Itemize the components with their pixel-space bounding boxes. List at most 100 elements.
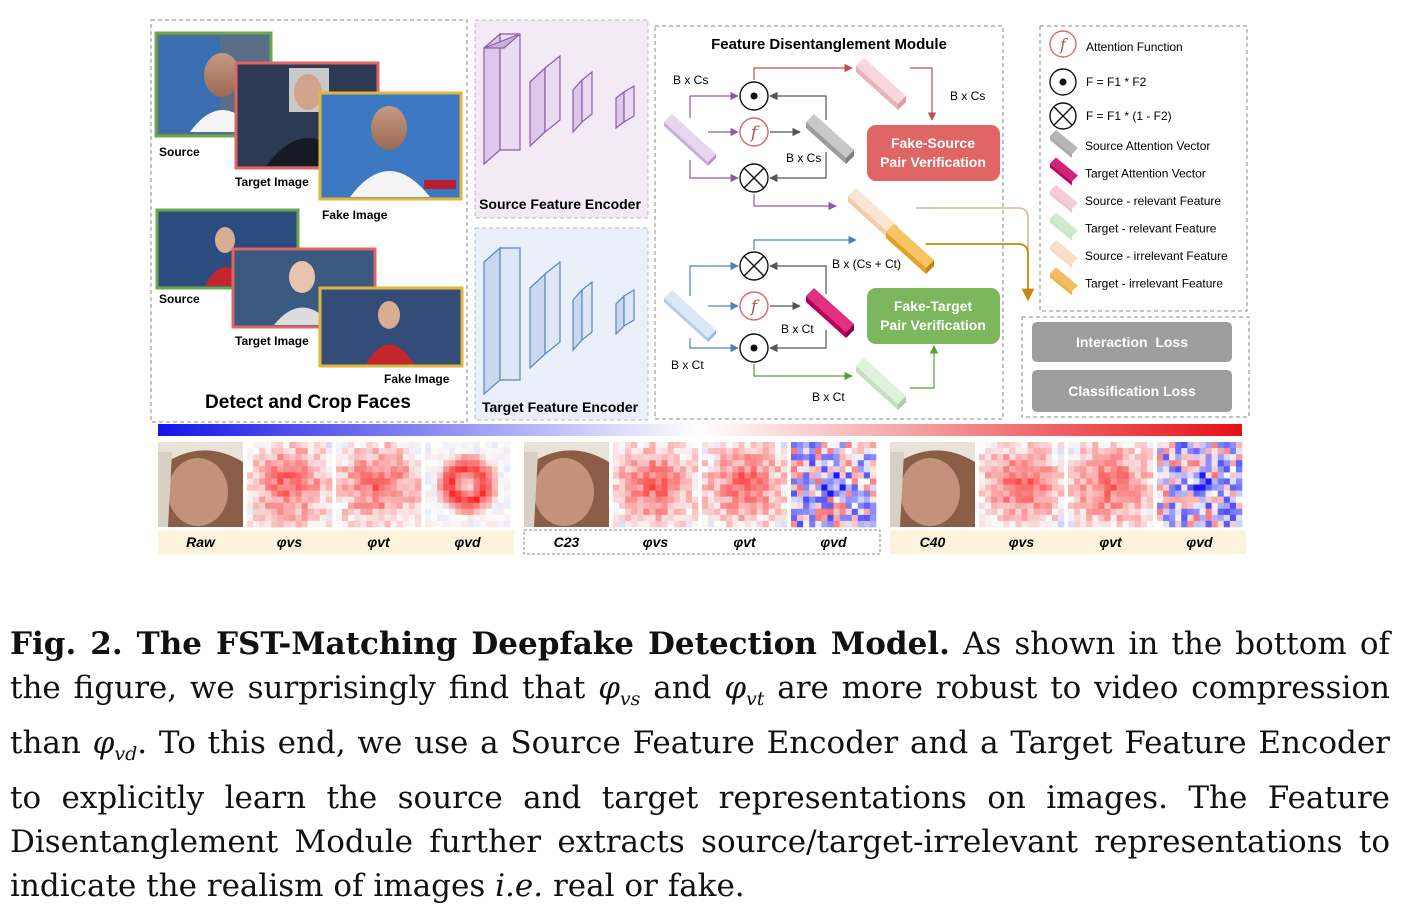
legend-item-label: Source - relevant Feature [1085, 194, 1221, 208]
phi-vt-symbol: φvt [724, 670, 765, 711]
face-crop [890, 442, 975, 527]
attention-heatmap [1068, 442, 1154, 528]
caption-text-3: are more robust to video compression tha… [10, 670, 1390, 762]
colorbar [158, 424, 1242, 436]
attention-heatmap [613, 442, 699, 528]
legend-item: Source - irrelevant Feature [1050, 240, 1228, 268]
legend-item-label: Target - relevant Feature [1085, 222, 1217, 236]
heatmap-group: C23 φvs φvt φvd [523, 442, 881, 555]
source-encoder-label: Source Feature Encoder [479, 196, 641, 212]
feature-disentanglement-module: Feature Disentanglement Module B x Cs f [654, 25, 1004, 420]
face-crop [158, 442, 243, 527]
heatmap-label: C23 [554, 534, 580, 550]
target-encoder-label: Target Feature Encoder [482, 399, 639, 415]
label-target-1: Target Image [235, 175, 309, 189]
legend: f Attention Function F = F1 * F2 F = F1 … [1039, 25, 1248, 312]
target-irrelevant-feature-block [886, 224, 934, 274]
heatmap-strip: Raw φvs φvt φvd C23 φvs φvt φvd C40 φvs φvt φvd [158, 442, 1246, 555]
caption-ie: i.e. [495, 868, 544, 905]
legend-cross-label: F = F1 * (1 - F2) [1086, 109, 1172, 123]
phi-vd-symbol: φvd [92, 725, 138, 766]
target-feature-encoder: Target Feature Encoder [474, 227, 649, 421]
label-target-2: Target Image [235, 334, 309, 348]
interaction-loss-label: Interaction Loss [1076, 334, 1188, 350]
fake-source-line2: Pair Verification [880, 154, 986, 170]
legend-item: Source - relevant Feature [1050, 185, 1221, 213]
caption-text-5: real or fake. [543, 868, 745, 905]
loss-panel: Interaction Loss Classification Loss [1021, 316, 1250, 418]
attention-symbol-target: f [749, 297, 760, 317]
source-relevant-feature-block [856, 58, 906, 110]
heatmap-label: φvs [1009, 534, 1035, 550]
heatmap-group: Raw φvs φvt φvd [158, 442, 514, 554]
heatmap-label: φvt [1099, 534, 1123, 550]
legend-dot-label: F = F1 * F2 [1086, 75, 1147, 89]
detect-crop-title: Detect and Crop Faces [205, 392, 411, 413]
label-bxct-mid: B x Ct [781, 322, 814, 336]
target-feature-block [664, 290, 716, 342]
heatmap-label: φvd [454, 534, 481, 550]
fake-image-1 [318, 91, 463, 201]
classification-loss-label: Classification Loss [1068, 383, 1196, 399]
fdm-title: Feature Disentanglement Module [711, 36, 947, 53]
heatmap-label: φvd [1186, 534, 1213, 550]
source-feature-encoder: Source Feature Encoder [474, 19, 649, 219]
source-feature-block [664, 114, 716, 166]
heatmap-label: φvt [733, 534, 757, 550]
source-attention-vector-block [806, 114, 854, 164]
legend-attention-symbol: f [1059, 35, 1069, 54]
attention-symbol-source: f [749, 123, 760, 143]
attention-function-source [739, 117, 769, 147]
detect-crop-panel: Source Target Image Fake Image Source Ta… [150, 19, 468, 423]
attention-heatmap [336, 442, 422, 528]
attention-heatmap [979, 442, 1065, 528]
legend-item-label: Source - irrelevant Feature [1085, 249, 1228, 263]
label-bxcs-out: B x Cs [950, 89, 985, 103]
caption-text-4: . To this end, we use a Source Feature E… [10, 725, 1390, 905]
fake-target-line1: Fake-Target [894, 298, 973, 314]
classification-loss-box [1032, 370, 1232, 412]
heatmap-label: φvt [367, 534, 391, 550]
label-bxcs-in: B x Cs [673, 73, 708, 87]
label-source-1: Source [159, 145, 200, 159]
label-source-2: Source [159, 292, 200, 306]
attention-heatmap [791, 442, 877, 528]
caption-text-2: and [640, 670, 725, 706]
caption-text-1: As shown in the bottom of the figure, we… [10, 626, 1390, 706]
figure: Source Target Image Fake Image Source Ta… [150, 19, 1250, 555]
fake-image-2 [318, 286, 464, 368]
legend-item: Target - irrelevant Feature [1050, 267, 1223, 296]
heatmap-label: φvd [820, 534, 847, 550]
attention-heatmap [247, 442, 333, 528]
legend-item-label: Target Attention Vector [1085, 167, 1206, 181]
heatmap-label: φvs [643, 534, 669, 550]
fake-source-line1: Fake-Source [891, 135, 975, 151]
legend-item: Target Attention Vector [1050, 157, 1206, 186]
attention-function-target [739, 291, 769, 321]
label-bxcsct: B x (Cs + Ct) [832, 257, 901, 271]
fake-source-pair-verification [867, 125, 1000, 181]
target-relevant-feature-block [856, 358, 906, 410]
face-crop [524, 442, 609, 527]
label-bxct-in: B x Ct [671, 358, 704, 372]
heatmap-label: φvs [277, 534, 303, 550]
caption-label: Fig. 2. The FST-Matching Deepfake Detect… [10, 626, 950, 662]
label-fake-2: Fake Image [384, 372, 450, 386]
legend-item-label: Target - irrelevant Feature [1085, 277, 1223, 291]
interaction-loss-box [1032, 322, 1232, 362]
legend-attention-icon [1049, 30, 1077, 58]
heatmap-label: Raw [186, 534, 216, 550]
figure-caption: Fig. 2. The FST-Matching Deepfake Detect… [10, 622, 1390, 908]
legend-item: Source Attention Vector [1050, 130, 1210, 158]
legend-attention-label: Attention Function [1086, 40, 1183, 54]
phi-vs-symbol: φvs [598, 670, 641, 711]
legend-item-label: Source Attention Vector [1085, 139, 1210, 153]
heatmap-label: C40 [920, 534, 946, 550]
attention-heatmap [1157, 442, 1243, 528]
target-attention-vector-block [806, 288, 854, 338]
label-bxcs-mid: B x Cs [786, 151, 821, 165]
heatmap-group: C40 φvs φvt φvd [890, 442, 1246, 554]
fake-target-pair-verification [867, 288, 1000, 344]
attention-heatmap [425, 442, 511, 528]
attention-heatmap [702, 442, 788, 528]
